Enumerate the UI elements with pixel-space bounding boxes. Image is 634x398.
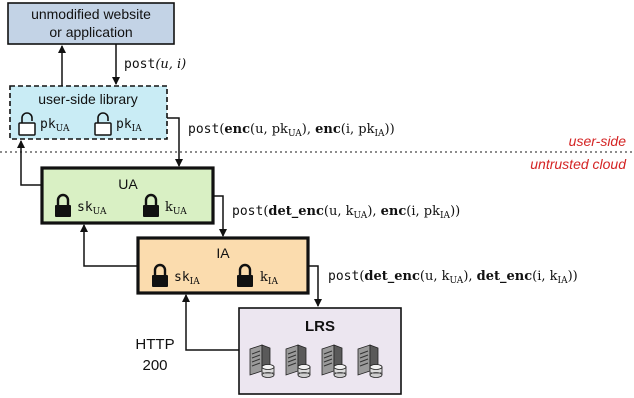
library-key1: pkUA xyxy=(40,117,70,134)
ua-box: UA skUA kUA xyxy=(40,166,215,225)
server-icon xyxy=(321,344,347,378)
message-post-det-enc-ia: post(det_enc(u, kUA), det_enc(i, kIA)) xyxy=(328,269,578,286)
boundary-label-cloud: untrusted cloud xyxy=(530,156,627,172)
library-title: user-side library xyxy=(38,91,138,107)
arrow-icon xyxy=(182,294,239,351)
website-box-rect xyxy=(7,2,175,45)
library-box-rect xyxy=(9,85,168,140)
lrs-box: LRS xyxy=(238,307,402,395)
website-title-line2: or application xyxy=(49,24,132,40)
ia-box-rect xyxy=(136,236,310,295)
message-post-enc: post(enc(u, pkUA), enc(i, pkIA)) xyxy=(188,122,395,139)
server-icon xyxy=(285,344,311,378)
lrs-title: LRS xyxy=(305,318,335,335)
boundary-label-user-side: user-side xyxy=(569,133,627,149)
trust-boundary: user-side untrusted cloud xyxy=(0,133,634,172)
server-icon xyxy=(357,344,383,378)
message-post-plain: post(u, i) xyxy=(124,57,186,72)
website-title-line1: unmodified website xyxy=(31,6,151,22)
ua-title: UA xyxy=(118,176,138,192)
arrows xyxy=(17,44,322,351)
server-icon xyxy=(249,344,275,378)
arrow-icon xyxy=(17,140,42,186)
http-status-line1: HTTP xyxy=(135,336,174,353)
website-box: unmodified website or application xyxy=(7,2,175,45)
ua-key2: kUA xyxy=(165,200,187,217)
ia-title: IA xyxy=(216,245,230,261)
http-status-line2: 200 xyxy=(142,357,167,374)
library-key2: pkIA xyxy=(116,117,142,134)
ia-key2: kIA xyxy=(260,270,278,287)
ia-key1: skIA xyxy=(174,270,200,287)
library-box: user-side library pkUA pkIA xyxy=(9,85,168,140)
message-post-det-enc-ua: post(det_enc(u, kUA), enc(i, pkIA)) xyxy=(232,204,460,221)
arrow-icon xyxy=(213,195,227,237)
arrow-icon xyxy=(80,224,138,267)
ia-box: IA skIA kIA xyxy=(136,236,310,295)
ua-key1: skUA xyxy=(77,200,107,217)
arrow-icon xyxy=(308,265,322,307)
arrow-icon xyxy=(167,117,183,167)
